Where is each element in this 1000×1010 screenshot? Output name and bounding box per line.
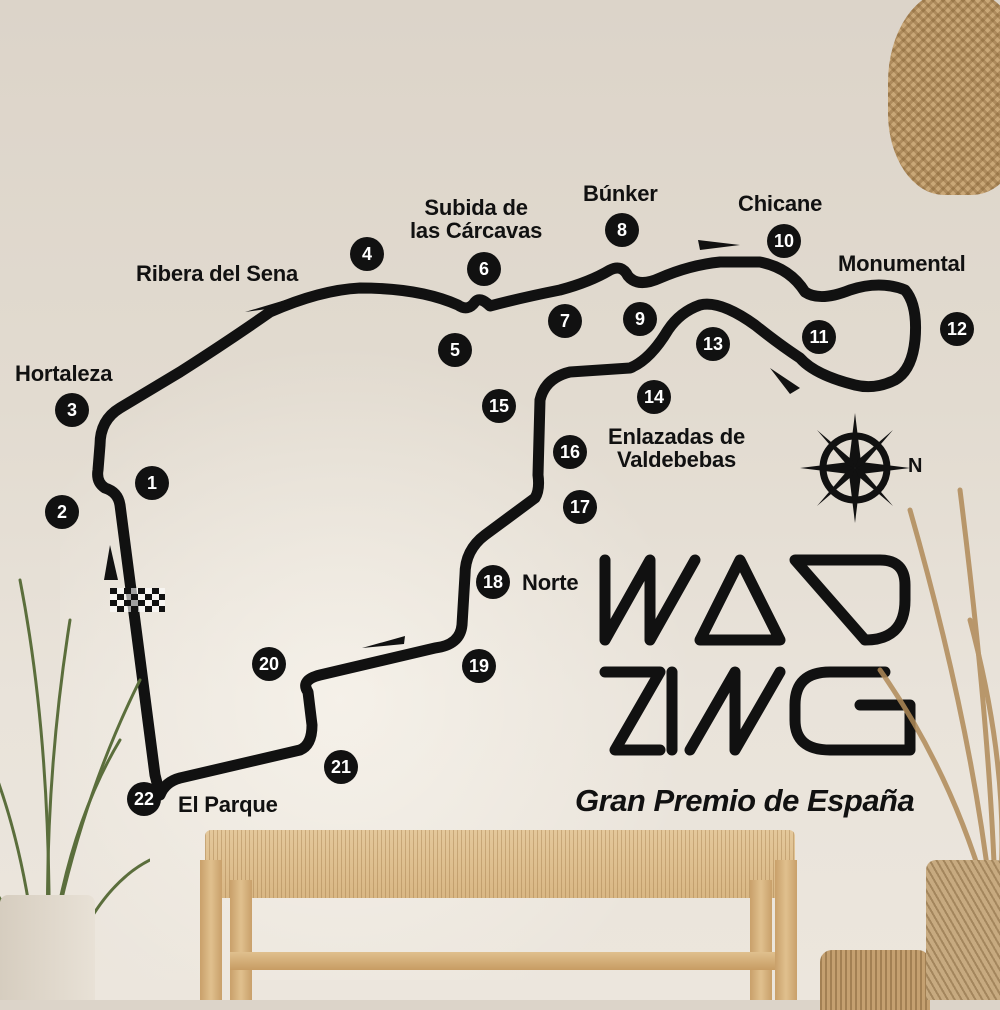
bench-leg: [200, 860, 222, 1000]
compass-rose-icon: [800, 413, 910, 523]
corner-badge-14: 14: [637, 380, 671, 414]
corner-badge-4: 4: [350, 237, 384, 271]
corner-name-subida-line2: las Cárcavas: [410, 218, 543, 244]
checkered-finish-line: [110, 588, 165, 612]
corner-badge-21: 21: [324, 750, 358, 784]
corner-badge-17: 17: [563, 490, 597, 524]
corner-name-subida: Subida de las Cárcavas: [410, 196, 542, 242]
corner-badge-5: 5: [438, 333, 472, 367]
corner-name-hortaleza: Hortaleza: [15, 361, 113, 386]
direction-arrow: [770, 368, 800, 394]
corner-name-enlazadas-line2: Valdebebas: [616, 447, 737, 473]
corner-name-el-parque: El Parque: [178, 792, 278, 817]
corner-badge-10: 10: [767, 224, 801, 258]
gran-premio-subtitle: Gran Premio de España: [575, 783, 915, 818]
woven-basket-tall: [926, 860, 1000, 1000]
bench-leg: [775, 860, 797, 1000]
bench-rail: [230, 952, 775, 970]
direction-arrow: [245, 298, 292, 312]
bench-leg: [750, 880, 772, 1000]
madring-logo: [599, 554, 916, 756]
corner-name-subida-line1: Subida de: [424, 195, 528, 220]
corner-name-enlazadas: Enlazadas de Valdebebas: [608, 425, 745, 471]
woven-basket-small: [820, 950, 930, 1010]
corner-badge-3: 3: [55, 393, 89, 427]
corner-name-enlazadas-line1: Enlazadas de: [608, 424, 745, 449]
corner-badge-15: 15: [482, 389, 516, 423]
corner-badge-12: 12: [940, 312, 974, 346]
corner-badge-16: 16: [553, 435, 587, 469]
compass-north-label: N: [908, 455, 923, 477]
corner-badge-1: 1: [135, 466, 169, 500]
direction-arrow: [362, 636, 405, 648]
corner-name-bunker: Búnker: [583, 181, 658, 206]
direction-arrow: [104, 545, 118, 580]
corner-badge-18: 18: [476, 565, 510, 599]
plant-pot: [0, 895, 95, 1000]
direction-arrow: [698, 240, 740, 250]
rattan-pendant-lamp: [888, 0, 1000, 195]
woven-bench-seat: [205, 830, 795, 898]
corner-badge-11: 11: [802, 320, 836, 354]
corner-badge-2: 2: [45, 495, 79, 529]
corner-badge-20: 20: [252, 647, 286, 681]
corner-badge-19: 19: [462, 649, 496, 683]
corner-badge-6: 6: [467, 252, 501, 286]
track-line: [92, 256, 921, 801]
corner-name-norte: Norte: [522, 570, 579, 595]
corner-badge-7: 7: [548, 304, 582, 338]
corner-badge-22: 22: [127, 782, 161, 816]
pampas-grass: [877, 487, 1000, 890]
corner-badge-9: 9: [623, 302, 657, 336]
corner-badge-8: 8: [605, 213, 639, 247]
corner-name-chicane: Chicane: [738, 191, 823, 216]
bench-leg: [230, 880, 252, 1000]
corner-name-ribera: Ribera del Sena: [136, 261, 299, 286]
corner-badge-13: 13: [696, 327, 730, 361]
corner-name-monumental: Monumental: [838, 251, 966, 276]
